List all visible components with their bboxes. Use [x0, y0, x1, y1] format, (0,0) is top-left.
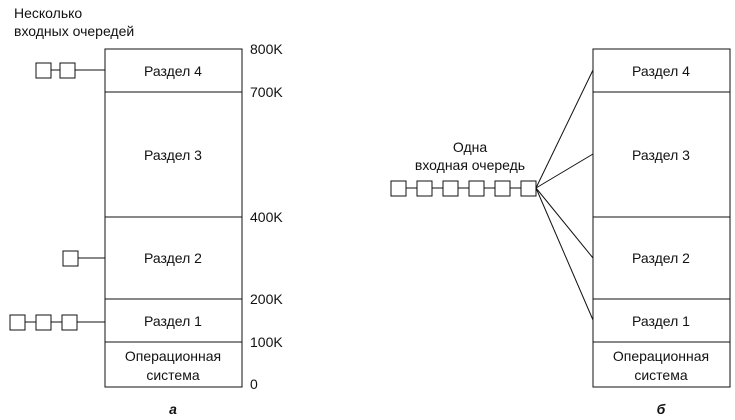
tick-800k: 800K: [250, 41, 283, 57]
queue-item: [468, 180, 485, 197]
left-queue-partition-2: [62, 250, 105, 267]
left-partition-1: [104, 298, 243, 343]
left-os-label-line2: система: [146, 367, 199, 383]
right-os-label-line1: Операционная: [613, 348, 709, 364]
queue-item: [35, 62, 52, 79]
left-partition-2: [104, 216, 243, 300]
left-partition-3-label: Раздел 3: [144, 147, 202, 163]
right-partition-4-label: Раздел 4: [632, 63, 690, 79]
fanout-line-partition-1: [535, 187, 594, 321]
right-os-label-line2: система: [634, 367, 687, 383]
queue-item: [494, 180, 511, 197]
left-diagram: Несколько входных очередей Раздел 4 Разд…: [9, 5, 283, 417]
fanout-line-partition-3: [535, 153, 594, 189]
left-queue-partition-1: [9, 314, 105, 331]
right-partition-2-label: Раздел 2: [632, 250, 690, 266]
queue-item: [59, 62, 76, 79]
queue-item: [390, 180, 407, 197]
tick-0: 0: [250, 376, 258, 392]
queue-fanout-lines: [535, 69, 594, 321]
tick-200k: 200K: [250, 291, 283, 307]
queue-item: [61, 314, 78, 331]
left-partition-4: [104, 48, 243, 93]
left-caption-line1: Несколько: [14, 5, 82, 21]
fanout-line-partition-4: [535, 69, 594, 189]
left-sublabel: а: [169, 401, 177, 417]
right-partition-1-label: Раздел 1: [632, 313, 690, 329]
right-single-queue: [390, 180, 537, 197]
queue-item: [62, 250, 79, 267]
queue-item: [9, 314, 26, 331]
left-caption-line2: входных очередей: [14, 23, 134, 39]
fanout-line-partition-2: [535, 187, 594, 259]
right-caption-line1: Одна: [453, 139, 487, 155]
tick-400k: 400K: [250, 209, 283, 225]
right-caption-line2: входная очередь: [415, 157, 525, 173]
queue-item: [520, 180, 537, 197]
left-partition-2-label: Раздел 2: [144, 250, 202, 266]
left-os-block: [104, 341, 243, 388]
right-os-block: [592, 341, 731, 388]
tick-700k: 700K: [250, 84, 283, 100]
right-diagram: Одна входная очередь Раздел 4 Раздел 3 Р…: [390, 48, 731, 417]
queue-item: [35, 314, 52, 331]
right-partition-3: [592, 91, 731, 218]
left-queue-partition-4: [35, 62, 105, 79]
right-partition-4: [592, 48, 731, 93]
queue-item: [416, 180, 433, 197]
right-partition-3-label: Раздел 3: [632, 147, 690, 163]
left-partition-1-label: Раздел 1: [144, 313, 202, 329]
left-partition-3: [104, 91, 243, 218]
left-partition-4-label: Раздел 4: [144, 63, 202, 79]
left-os-label-line1: Операционная: [125, 348, 221, 364]
queue-item: [442, 180, 459, 197]
tick-100k: 100K: [250, 334, 283, 350]
right-sublabel: б: [657, 401, 666, 417]
right-partition-2: [592, 216, 731, 300]
